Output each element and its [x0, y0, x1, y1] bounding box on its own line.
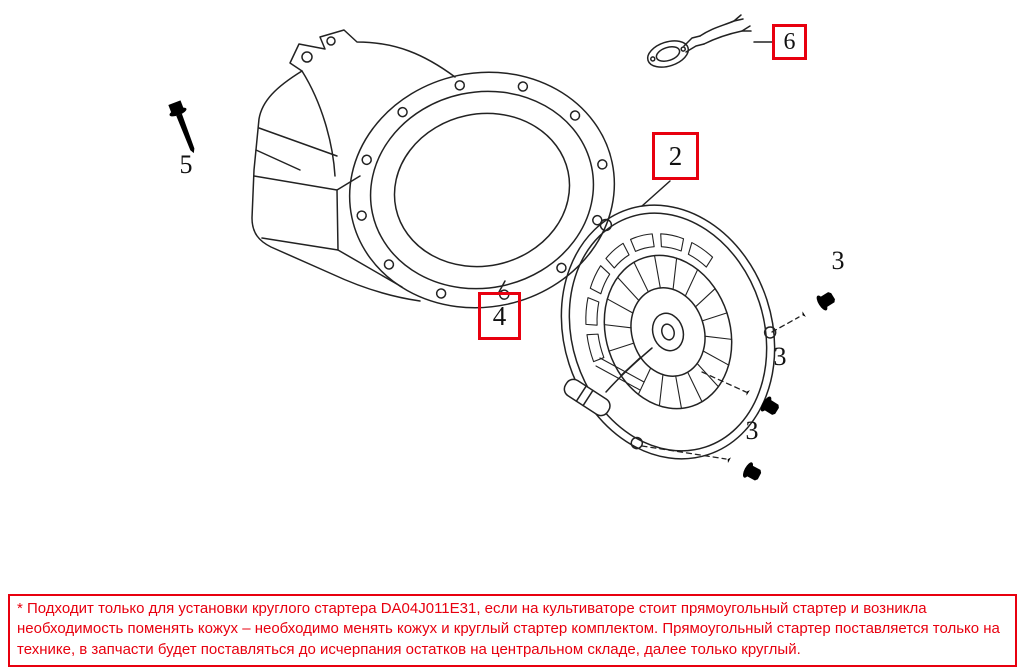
dashed-assembly-lines — [641, 316, 800, 460]
callout-part6-label: 6 — [783, 28, 796, 55]
leader-lines — [498, 41, 773, 293]
callout-part3-middle: 3 — [773, 342, 787, 371]
bolt-drawing-top — [797, 288, 838, 323]
ignition-switch-drawing — [646, 14, 752, 68]
bolt-drawing-bottom — [723, 451, 764, 484]
callout-part2[interactable]: 2 — [652, 132, 699, 180]
callout-part6[interactable]: 6 — [772, 24, 807, 60]
footnote: * Подходит только для установки круглого… — [8, 594, 1017, 667]
callout-part2-label: 2 — [668, 140, 683, 171]
callout-part3-top: 3 — [831, 246, 845, 275]
exploded-view-drawing — [166, 14, 838, 484]
callout-part4-label: 4 — [492, 300, 507, 331]
recoil-starter-drawing — [560, 204, 777, 460]
fan-cover-drawing — [251, 29, 616, 309]
callout-part4[interactable]: 4 — [478, 292, 521, 340]
callout-part3-bottom: 3 — [745, 416, 759, 445]
callout-part5: 5 — [179, 150, 193, 179]
screw-drawing — [166, 99, 203, 157]
